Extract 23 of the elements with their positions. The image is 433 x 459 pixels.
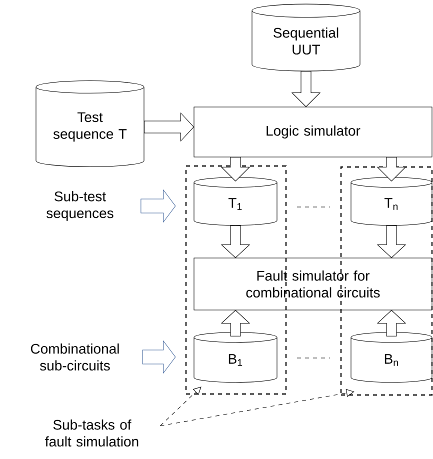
leader-arrow [160,388,354,426]
block-arrow [376,310,406,336]
leader-arrow [160,386,202,426]
cylinder-store: Sequential UUT [252,4,360,72]
side-label: Combinational sub-circuits [30,343,119,371]
block-arrow [220,157,250,182]
block-arrow [376,225,406,258]
process-box: Fault simulator for combinational circuits [194,258,432,310]
block-arrow [376,157,406,182]
block-arrow [140,189,176,223]
side-label: Sub-tasks of fault simulation [45,419,138,447]
cylinder-store: T$_{1}$ [194,177,278,226]
cylinder-store: B$_{1}$ [194,332,278,383]
block-arrow [220,310,250,336]
cylinder-store: B$_{n}$ [350,332,432,383]
side-label: Sub-test sequences [46,191,114,221]
cylinder-store: Test sequence T [36,80,144,168]
block-arrow [291,71,321,108]
block-arrow [220,225,250,258]
process-box: Logic simulator [194,106,432,158]
block-arrow [142,340,176,374]
block-arrow [144,112,194,142]
cylinder-store: T$_{n}$ [350,177,432,226]
